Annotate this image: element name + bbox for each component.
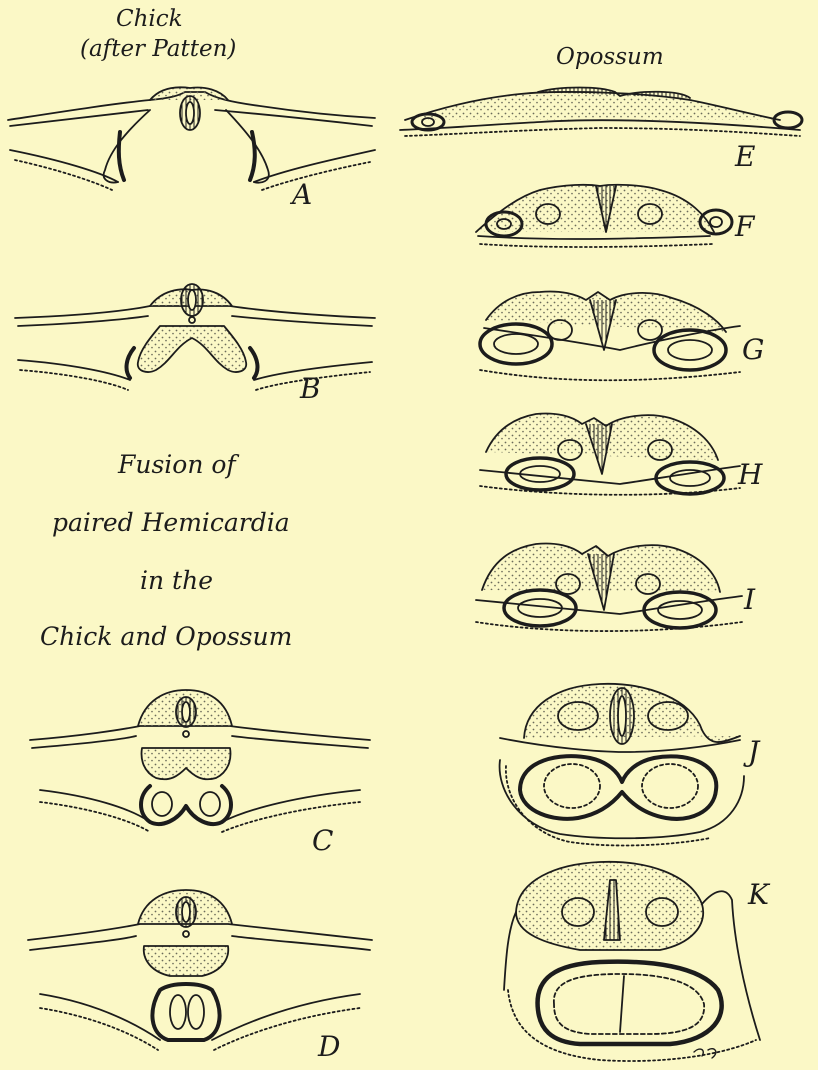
section-a [8, 87, 375, 190]
section-h [480, 413, 740, 494]
section-b [15, 284, 375, 390]
section-f [476, 185, 732, 247]
section-d [28, 890, 372, 1050]
section-c [30, 690, 370, 832]
section-e [400, 88, 802, 137]
section-j [500, 684, 744, 846]
section-k [504, 862, 760, 1061]
section-i [476, 543, 742, 631]
section-g [480, 291, 740, 380]
